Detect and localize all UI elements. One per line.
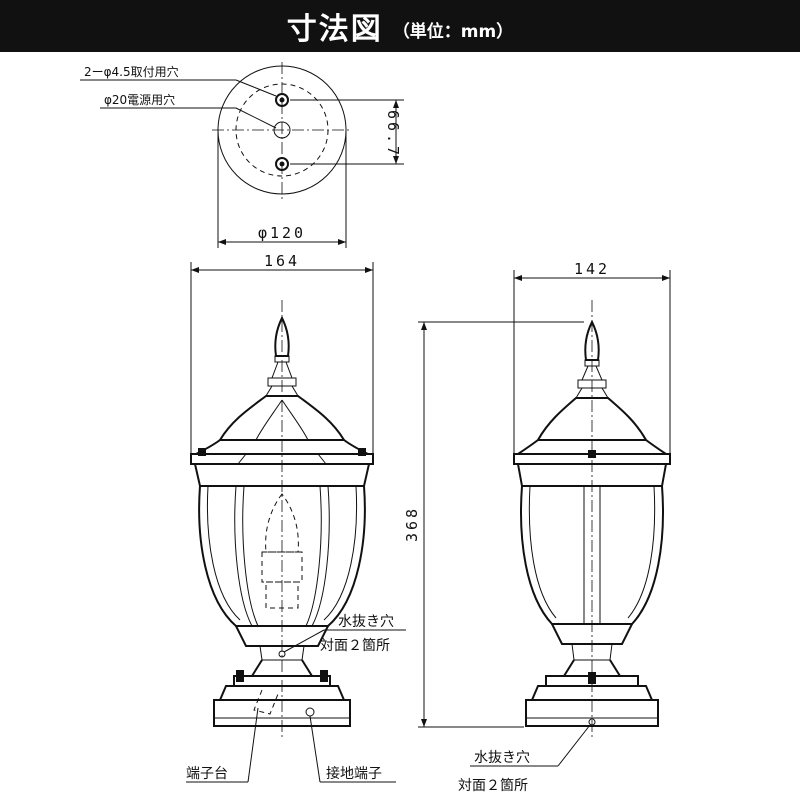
title-bar: 寸法図 （単位：mm）: [0, 0, 800, 52]
mount-hole-top: [275, 93, 289, 107]
side-drain-leader: [557, 724, 591, 767]
front-drain-leader: [283, 629, 325, 653]
bulb: [265, 493, 299, 553]
power-hole-label: φ20電源用穴: [104, 92, 175, 107]
front-drain-label-1: 水抜き穴: [338, 614, 394, 630]
terminal-block-leader: [247, 707, 259, 783]
plan-view: 2ーφ4.5取付用穴 φ20電源用穴 66.7 φ120: [80, 62, 404, 248]
hole-leader: [235, 79, 277, 97]
power-hole-leader: [235, 107, 277, 129]
pitch-dim-text: 66.7: [384, 110, 402, 158]
side-base: [525, 699, 659, 727]
front-base: [213, 699, 351, 727]
page-title: 寸法図: [286, 12, 383, 47]
front-view: 164: [186, 252, 406, 783]
terminal-block-shape: [253, 689, 279, 715]
side-drain-label-1: 水抜き穴: [474, 750, 530, 766]
side-view: 142 368: [403, 260, 671, 794]
power-hole: [273, 121, 291, 139]
front-drain-label-2: 対面２箇所: [320, 637, 390, 654]
front-width-dim-text: 164: [264, 252, 300, 270]
side-drain-label-2: 対面２箇所: [458, 777, 528, 794]
side-drain-hole: [588, 718, 596, 726]
unit-label: （単位：mm）: [392, 21, 514, 42]
hole-label: 2ーφ4.5取付用穴: [84, 64, 179, 79]
height-dim-text: 368: [403, 506, 421, 542]
side-width-dim-text: 142: [574, 260, 610, 278]
ground-terminal-leader: [309, 715, 321, 783]
diameter-dim-text: φ120: [258, 224, 306, 242]
ground-terminal-label: 接地端子: [326, 765, 382, 782]
terminal-block-label: 端子台: [186, 766, 228, 782]
ground-terminal-screw: [305, 707, 315, 717]
front-drain-hole: [278, 650, 286, 658]
mount-hole-bottom: [275, 157, 289, 171]
